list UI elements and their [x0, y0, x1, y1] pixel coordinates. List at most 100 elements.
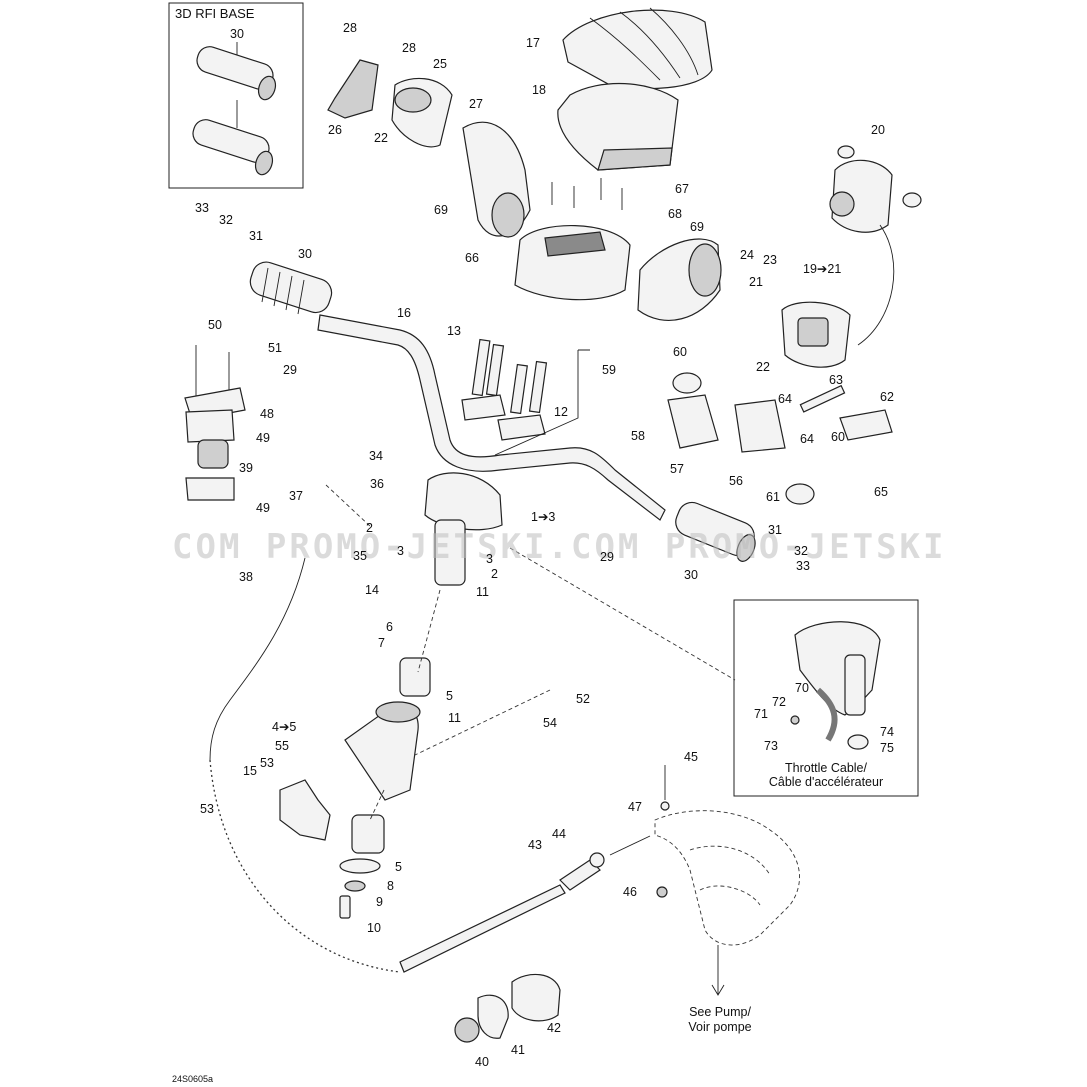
inset-label-74: 74	[880, 725, 894, 739]
part-label: 54	[543, 716, 557, 730]
switch-housing-19-21	[781, 301, 851, 368]
riser-caps-12	[461, 394, 546, 441]
part-label: 51	[268, 341, 282, 355]
inset-label-71: 71	[754, 707, 768, 721]
switch-housing-20	[829, 145, 922, 233]
part-label: 68	[668, 207, 682, 221]
inset-rfi-base: 3D RFI BASE 30	[168, 2, 304, 189]
part-label: 57	[670, 462, 684, 476]
inset-throttle-cable: 70 72 71 73 74 75 Throttle Cable/ Câble …	[733, 599, 919, 797]
steering-column	[339, 472, 503, 919]
part-label: 30	[298, 247, 312, 261]
part-label: 28	[402, 41, 416, 55]
grip-30-left	[249, 261, 333, 315]
inset-caption-fr: Câble d'accélérateur	[769, 775, 883, 789]
part-label: 67	[675, 182, 689, 196]
part-label: 36	[370, 477, 384, 491]
part-label: 35	[353, 549, 367, 563]
part-label: 30	[684, 568, 698, 582]
cover-69-right	[637, 238, 722, 321]
part-label: 11	[448, 711, 461, 725]
part-label: 3	[486, 552, 493, 566]
part-label: 20	[871, 123, 885, 137]
part-label: 31	[768, 523, 782, 537]
center-housing-66	[514, 178, 631, 301]
handlebar-16	[317, 314, 666, 521]
inset-rfi-title: 3D RFI BASE	[175, 6, 255, 21]
part-label: 1➔3	[531, 510, 555, 524]
figure-code: 24S0605a	[172, 1074, 213, 1084]
part-label: 61	[766, 490, 780, 504]
watermark: COM PROMO-JETSKI.COM PROMO-JETSKI	[172, 527, 947, 567]
pump-note-line2: Voir pompe	[688, 1020, 751, 1034]
part-label: 5	[446, 689, 453, 703]
part-label: 23	[763, 253, 777, 267]
part-label: 49	[256, 501, 270, 515]
part-label: 13	[447, 324, 461, 338]
part-label: 58	[631, 429, 645, 443]
inset-rfi-frame	[168, 2, 304, 189]
part-label: 33	[195, 201, 209, 215]
inset-label-75: 75	[880, 741, 894, 755]
part-label: 49	[256, 431, 270, 445]
part-label: 47	[628, 800, 642, 814]
throttle-mechanism-group	[494, 349, 893, 505]
part-label: 53	[200, 802, 214, 816]
inset-throttle-frame	[733, 599, 919, 797]
part-label: 29	[600, 550, 614, 564]
part-label: 44	[552, 827, 566, 841]
part-label: 45	[684, 750, 698, 764]
pump-outline	[654, 765, 800, 996]
part-label: 39	[239, 461, 253, 475]
grip-30-right	[675, 501, 756, 562]
part-label: 69	[434, 203, 448, 217]
part-label: 12	[554, 405, 568, 419]
inset-label-72: 72	[772, 695, 786, 709]
part-label: 37	[289, 489, 303, 503]
part-label: 56	[729, 474, 743, 488]
part-label: 34	[369, 449, 383, 463]
bracket-26	[327, 59, 379, 119]
upper-cover-17	[562, 7, 713, 90]
part-label: 6	[386, 620, 393, 634]
inset-rfi-label-30: 30	[230, 27, 244, 41]
inset-caption-en: Throttle Cable/	[785, 761, 868, 775]
part-label: 62	[880, 390, 894, 404]
part-label: 5	[395, 860, 402, 874]
part-label: 69	[690, 220, 704, 234]
riser-bolts-13	[471, 338, 548, 415]
part-label: 66	[465, 251, 479, 265]
part-label: 38	[239, 570, 253, 584]
part-label: 26	[328, 123, 342, 137]
part-label: 11	[476, 585, 489, 599]
part-label: 43	[528, 838, 542, 852]
part-label: 53	[260, 756, 274, 770]
part-label: 41	[511, 1043, 525, 1057]
part-label: 22	[756, 360, 770, 374]
part-label: 2	[491, 567, 498, 581]
grip-lower-icon	[192, 119, 274, 176]
part-label: 32	[219, 213, 233, 227]
part-label: 50	[208, 318, 222, 332]
arrow-line	[857, 224, 895, 346]
part-label: 40	[475, 1055, 489, 1069]
cable-fittings-40-42	[454, 973, 561, 1043]
part-label: 42	[547, 1021, 561, 1035]
part-label: 8	[387, 879, 394, 893]
part-label: 18	[532, 83, 546, 97]
cover-18	[557, 82, 679, 171]
part-label: 32	[794, 544, 808, 558]
guide-lines	[325, 484, 736, 856]
part-label: 22	[374, 131, 388, 145]
part-label: 19➔21	[803, 262, 841, 276]
part-label: 2	[366, 521, 373, 535]
part-label: 31	[249, 229, 263, 243]
part-label: 59	[602, 363, 616, 377]
clamp-assembly-48-49	[184, 345, 246, 501]
inset-label-70: 70	[795, 681, 809, 695]
part-label: 46	[623, 885, 637, 899]
part-label: 21	[749, 275, 763, 289]
part-label: 64	[778, 392, 792, 406]
